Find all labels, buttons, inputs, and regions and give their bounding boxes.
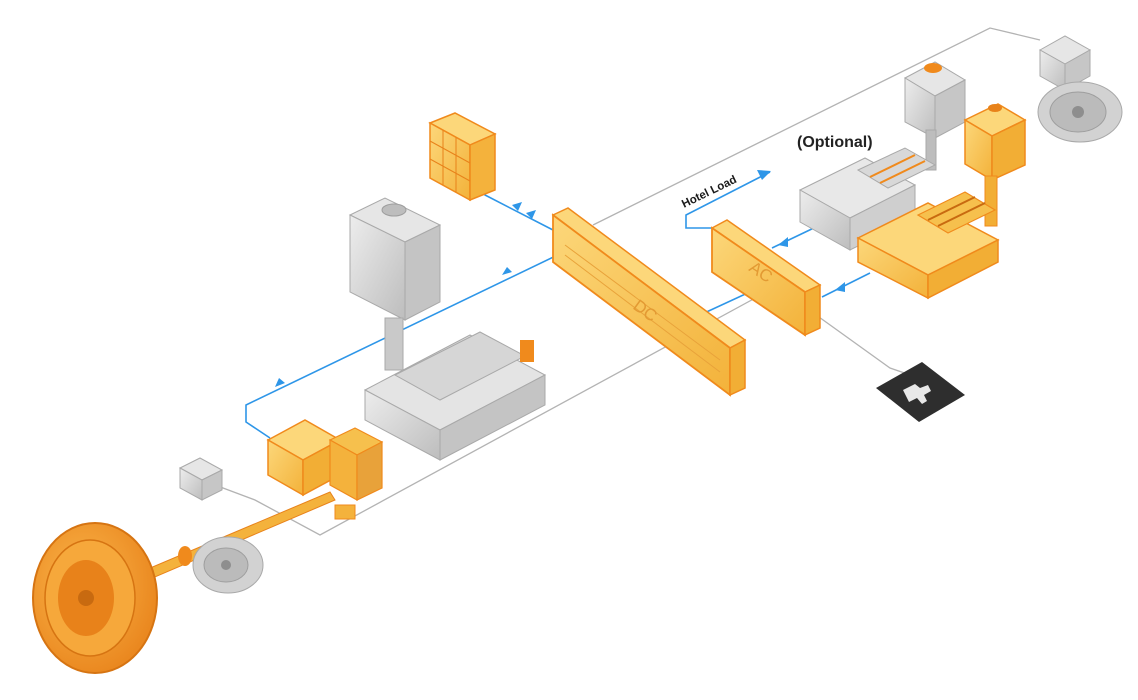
arrow-gen1 xyxy=(778,237,788,247)
ducted-propeller xyxy=(33,523,157,673)
optional-label: (Optional) xyxy=(797,134,873,151)
arrow-dc-to-motor xyxy=(502,267,512,275)
shore-power-plug-icon xyxy=(876,362,965,422)
arrow-motor xyxy=(275,378,285,387)
flow-gen2-to-ac xyxy=(822,273,870,297)
battery-rack-icon xyxy=(430,113,495,200)
main-engine xyxy=(350,198,545,460)
ac-switchboard: AC xyxy=(712,220,820,335)
wire-ac-to-shore xyxy=(812,312,925,380)
arrow-hotel-load xyxy=(757,170,771,180)
tunnel-thruster xyxy=(1038,36,1122,142)
